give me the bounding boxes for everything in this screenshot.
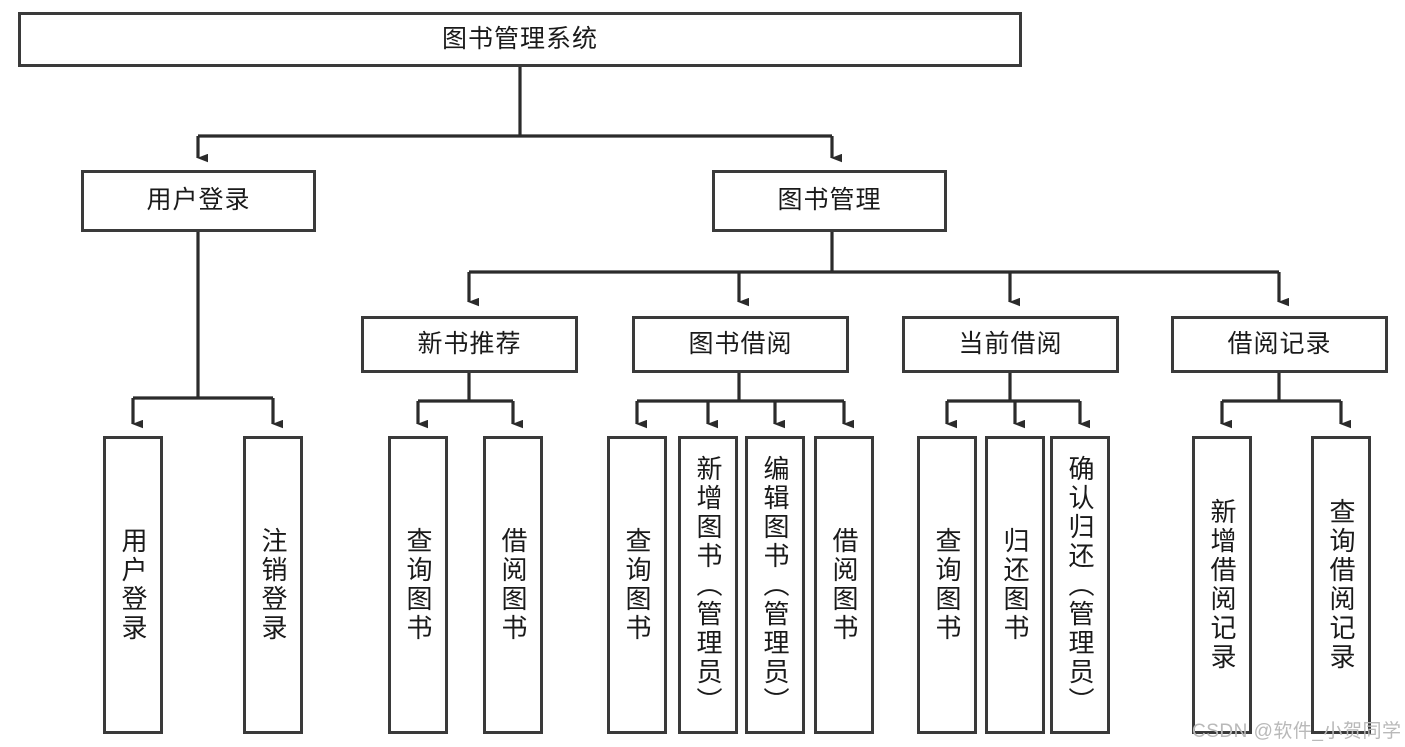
node-leaf-edit-book-admin[interactable]: 编辑图书（管理员） [745,436,805,734]
node-user-login[interactable]: 用户登录 [81,170,316,232]
node-label: 图书管理系统 [441,24,598,53]
node-borrow-record[interactable]: 借阅记录 [1171,316,1388,373]
node-label: 用户登录 [146,186,251,215]
node-label: 借阅记录 [1227,329,1332,358]
node-label: 图书借阅 [688,329,793,358]
node-label: 图书管理 [777,186,882,215]
node-current-borrow[interactable]: 当前借阅 [902,316,1119,373]
node-leaf-return-book[interactable]: 归还图书 [985,436,1045,734]
node-label: 归还图书 [1000,527,1030,643]
node-label: 借阅图书 [498,527,528,643]
node-leaf-query-book-1[interactable]: 查询图书 [388,436,448,734]
node-leaf-borrow-book-2[interactable]: 借阅图书 [814,436,874,734]
node-leaf-confirm-return-admin[interactable]: 确认归还（管理员） [1050,436,1110,734]
node-label: 查询图书 [932,527,962,643]
node-leaf-add-borrow-record[interactable]: 新增借阅记录 [1192,436,1252,734]
node-leaf-user-login[interactable]: 用户登录 [103,436,163,734]
node-leaf-logout-login[interactable]: 注销登录 [243,436,303,734]
node-new-book-recommend[interactable]: 新书推荐 [361,316,578,373]
node-book-borrow[interactable]: 图书借阅 [632,316,849,373]
node-leaf-query-borrow-record[interactable]: 查询借阅记录 [1311,436,1371,734]
node-label: 确认归还（管理员） [1065,454,1095,716]
node-label: 用户登录 [118,527,148,643]
node-label: 新增图书（管理员） [693,454,723,716]
node-label: 查询图书 [622,527,652,643]
node-label: 新增借阅记录 [1207,498,1237,672]
csdn-watermark: CSDN @软件_小贺同学 [1192,721,1402,742]
node-label: 查询图书 [403,527,433,643]
node-label: 查询借阅记录 [1326,498,1356,672]
node-label: 编辑图书（管理员） [760,454,790,716]
node-book-management[interactable]: 图书管理 [712,170,947,232]
node-leaf-query-book-2[interactable]: 查询图书 [607,436,667,734]
node-root-system[interactable]: 图书管理系统 [18,12,1022,67]
node-label: 当前借阅 [958,329,1063,358]
node-leaf-add-book-admin[interactable]: 新增图书（管理员） [678,436,738,734]
node-label: 新书推荐 [417,329,522,358]
node-leaf-query-book-3[interactable]: 查询图书 [917,436,977,734]
node-label: 注销登录 [258,527,288,643]
node-leaf-borrow-book-1[interactable]: 借阅图书 [483,436,543,734]
node-label: 借阅图书 [829,527,859,643]
